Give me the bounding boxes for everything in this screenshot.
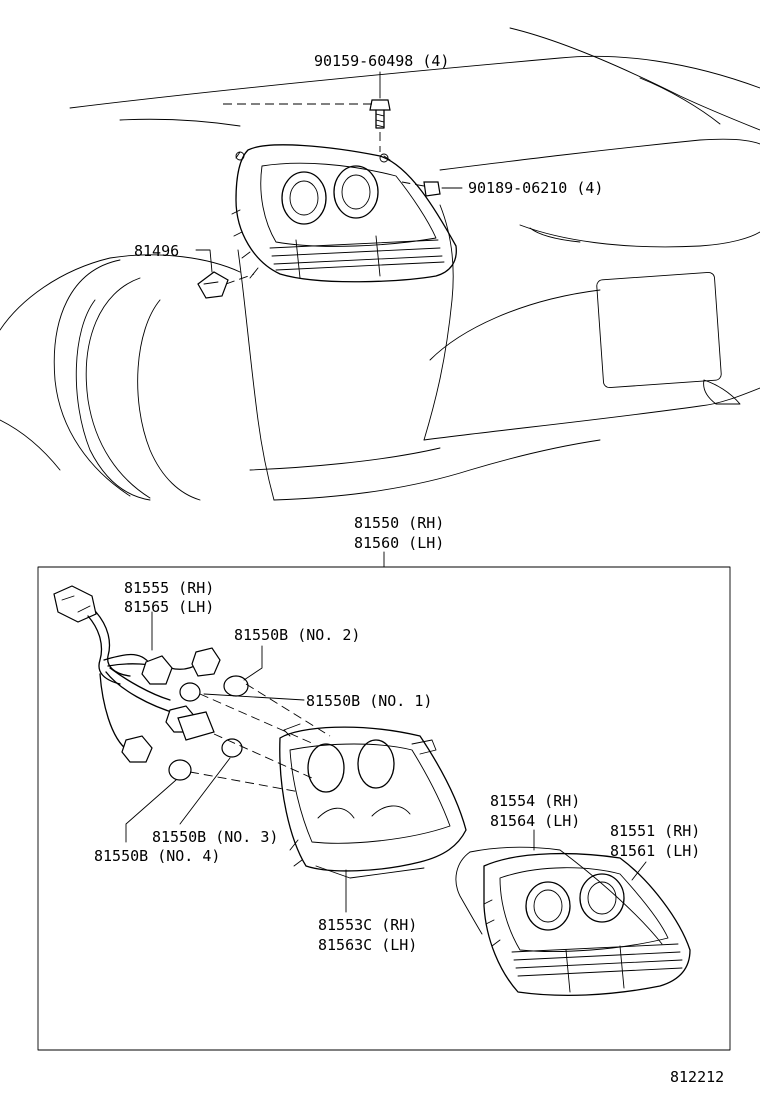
- assembly-rh-label: 81550 (RH): [354, 514, 444, 532]
- lamp-housing: [279, 723, 467, 879]
- bolt-icon: [369, 99, 391, 129]
- nut-icon: [423, 181, 441, 197]
- vehicle-rear-outline: [0, 27, 760, 501]
- installed-rear-lamp: [231, 144, 457, 283]
- figure-number: 812212: [670, 1068, 724, 1086]
- license-plate-outline: [596, 271, 722, 389]
- lens-lh-label: 81561 (LH): [610, 842, 700, 860]
- assembly-dash-lines: [189, 683, 331, 793]
- lens-rh-label: 81551 (RH): [610, 822, 700, 840]
- bulb-no1-label: 81550B (NO. 1): [306, 692, 432, 710]
- nut-label: 90189-06210 (4): [468, 179, 603, 197]
- lamp-lens: [483, 852, 691, 996]
- bulb-no3-label: 81550B (NO. 3): [152, 828, 278, 846]
- exploded-leader-lines: [125, 611, 647, 913]
- cord-rh-label: 81555 (RH): [124, 579, 214, 597]
- socket-label: 81496: [134, 242, 179, 260]
- exploded-view-frame: [37, 566, 731, 1051]
- socket-icon: [197, 271, 229, 299]
- top-leader-lines: [195, 71, 463, 285]
- bolt-label: 90159-60498 (4): [314, 52, 449, 70]
- cord-lh-label: 81565 (LH): [124, 598, 214, 616]
- bulb-no4-label: 81550B (NO. 4): [94, 847, 220, 865]
- bulb-socket-icon: [121, 647, 221, 763]
- bulb-no2-label: 81550B (NO. 2): [234, 626, 360, 644]
- housing-rh-label: 81553C (RH): [318, 916, 417, 934]
- bulb-icon: [168, 675, 249, 781]
- lamp-gasket: [455, 846, 663, 945]
- gasket-rh-label: 81554 (RH): [490, 792, 580, 810]
- gasket-lh-label: 81564 (LH): [490, 812, 580, 830]
- housing-lh-label: 81563C (LH): [318, 936, 417, 954]
- assembly-lh-label: 81560 (LH): [354, 534, 444, 552]
